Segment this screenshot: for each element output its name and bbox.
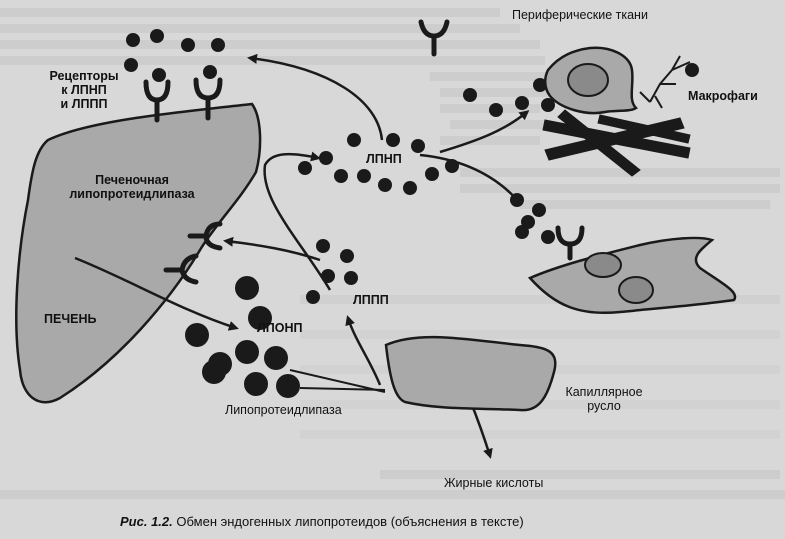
arrow-idl-to-ldl [263,151,332,291]
label-hepatic-lipase-line2: липопротеидлипаза [69,187,195,201]
label-receptors-line3: и ЛППП [60,97,108,111]
peripheral-cell-nucleus [567,63,609,97]
label-ldl: ЛПНП [366,152,402,166]
figure-caption: Рис. 1.2. Обмен эндогенных липопротеидов… [120,514,524,529]
arrow-ldl-to-peripheral [439,110,530,154]
lower-cell-nucleus-2 [618,276,654,304]
label-capillary: Капиллярное русло [562,385,646,413]
arrow-ldl-to-lower-cell [419,153,522,206]
figure-number: Рис. 1.2. [120,514,173,529]
label-hepatic-lipase-line1: Печеночная [95,173,169,187]
figure-caption-text: Обмен эндогенных липопротеидов (объяснен… [176,514,524,529]
arrow-liver-to-vldl [74,256,239,331]
lipase-lines [289,369,386,393]
label-lipoprotein-lipase: Липопротеидлипаза [225,403,342,417]
label-hepatic-lipase: Печеночная липопротеидлипаза [58,173,206,201]
label-receptors-line1: Рецепторы [49,69,119,83]
arrow-ldl-to-liver-top [247,53,384,141]
lower-cell-nucleus-1 [584,252,622,278]
tissue-fibers [542,109,691,177]
label-capillary-line1: Капиллярное [565,385,643,399]
label-macrophages: Макрофаги [688,89,758,103]
label-capillary-line2: русло [587,399,621,413]
macrophage-icon [639,55,691,109]
capillary-shape [384,335,557,412]
arrow-idl-to-liver [223,236,321,262]
free-receptor [418,19,450,57]
label-peripheral-tissues: Периферические ткани [512,8,648,22]
label-idl: ЛППП [353,293,389,307]
label-liver: ПЕЧЕНЬ [44,312,97,326]
liver-shape [15,102,262,404]
liver-receptor-3 [187,221,223,251]
idl-particles [306,239,358,304]
label-vldl: ЛПОНП [257,321,303,335]
liver-receptor-4 [163,253,199,285]
particles-peripheral [463,63,699,117]
arrow-capillary-to-idl [345,315,382,386]
label-fatty-acids: Жирные кислоты [444,476,544,490]
cell-receptor [555,225,585,261]
liver-receptor-2 [193,77,223,121]
ldl-particles [298,133,459,195]
flow-arrows [74,53,530,459]
label-receptors: Рецепторы к ЛПНП и ЛППП [44,69,124,111]
lower-cells [527,236,737,315]
ldl-particles-top [124,29,225,82]
vldl-particles [185,276,300,398]
liver-receptor-1 [143,79,171,123]
label-receptors-line2: к ЛПНП [61,83,107,97]
